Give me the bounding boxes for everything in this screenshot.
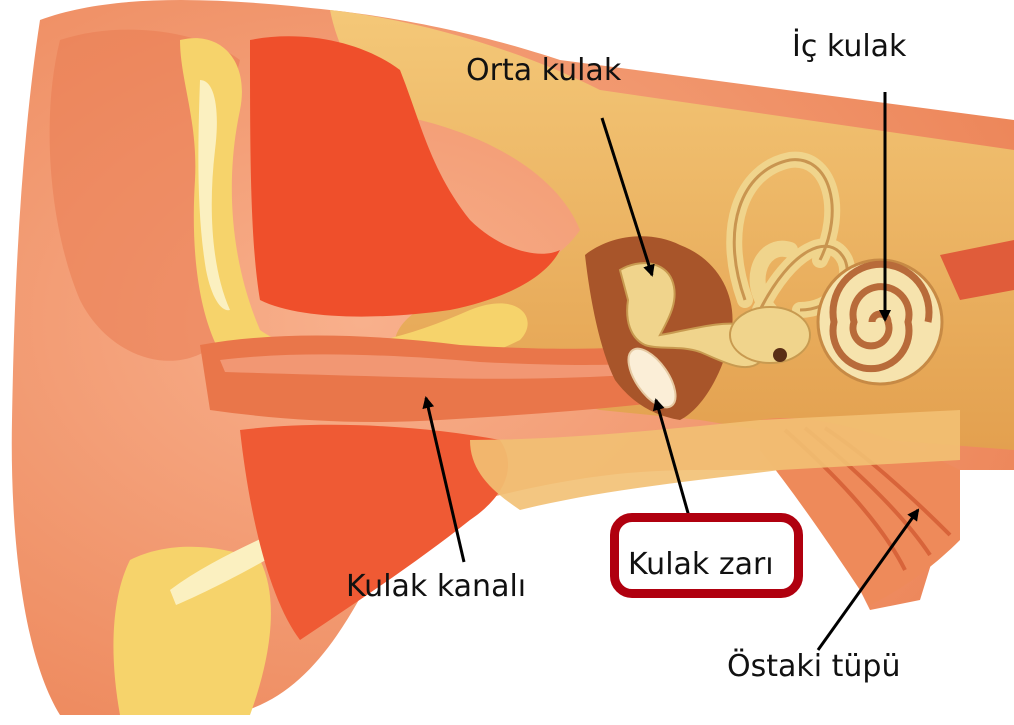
label-eardrum: Kulak zarı	[628, 550, 774, 580]
label-inner-ear: İç kulak	[792, 32, 906, 62]
label-middle-ear: Orta kulak	[466, 56, 621, 86]
cartilage-lower	[113, 547, 270, 715]
label-eustachian-tube: Östaki tüpü	[727, 652, 900, 682]
label-ear-canal: Kulak kanalı	[346, 572, 526, 602]
vestibule	[730, 307, 810, 363]
cochlea	[818, 260, 942, 384]
